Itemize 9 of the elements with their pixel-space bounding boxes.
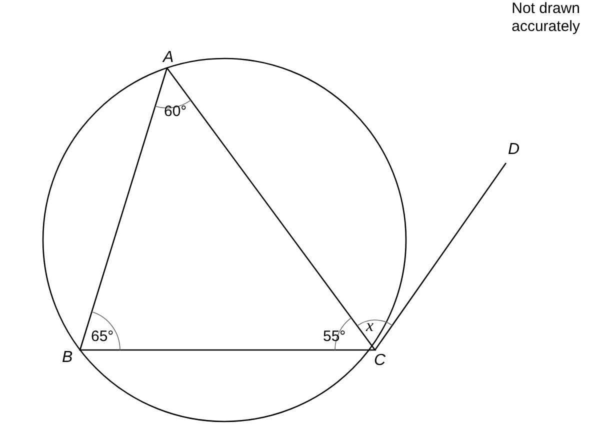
point-label: A [163, 49, 174, 66]
angle-label: 65° [91, 328, 114, 345]
point-label: B [62, 349, 73, 366]
point-label: D [508, 141, 520, 158]
angle-variable: x [366, 317, 374, 334]
point-label: C [374, 352, 386, 369]
note-text: Not drawn accurately [510, 0, 580, 36]
angle-label: 55° [323, 328, 346, 345]
angle-label: 60° [164, 103, 187, 120]
